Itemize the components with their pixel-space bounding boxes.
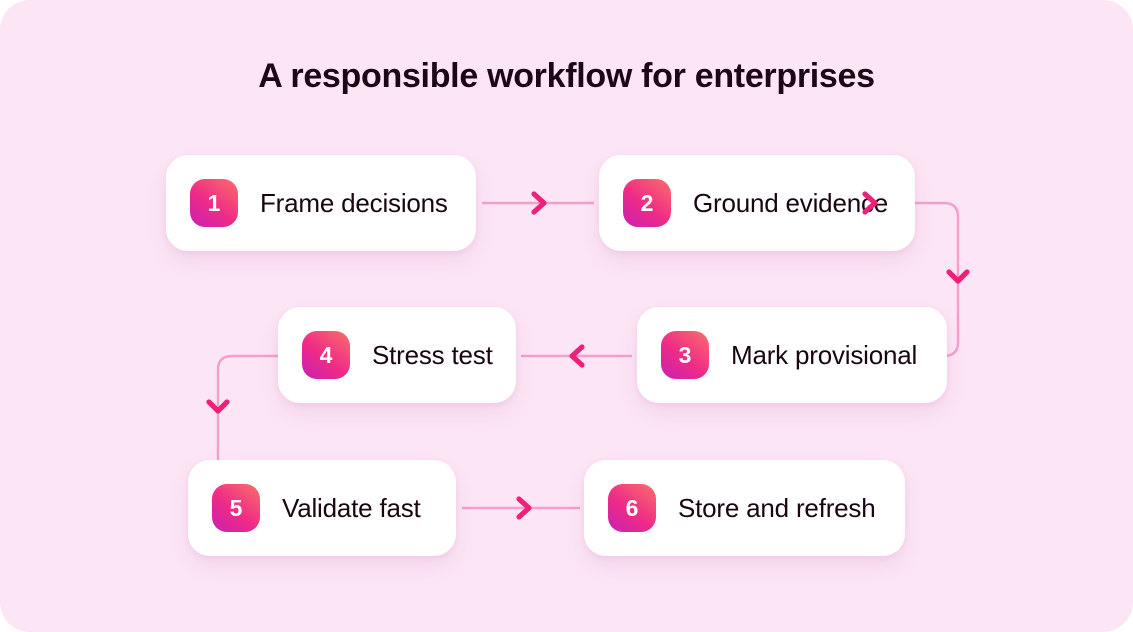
step-badge-5: 5	[212, 484, 260, 532]
step-card-6[interactable]: 6 Store and refresh	[584, 460, 905, 556]
step-label-6: Store and refresh	[678, 492, 876, 523]
step-card-3[interactable]: 3 Mark provisional	[637, 307, 947, 403]
step-badge-2: 2	[623, 179, 671, 227]
step-card-5[interactable]: 5 Validate fast	[188, 460, 456, 556]
step-badge-1: 1	[190, 179, 238, 227]
step-card-1[interactable]: 1 Frame decisions	[166, 155, 476, 251]
step-card-2[interactable]: 2 Ground evidence	[599, 155, 915, 251]
page-title: A responsible workflow for enterprises	[258, 57, 875, 95]
step-badge-6: 6	[608, 484, 656, 532]
step-label-1: Frame decisions	[260, 187, 448, 218]
step-label-5: Validate fast	[282, 492, 421, 523]
step-label-2: Ground evidence	[693, 187, 889, 218]
step-badge-4: 4	[302, 331, 350, 379]
step-label-3: Mark provisional	[731, 339, 918, 370]
step-card-4[interactable]: 4 Stress test	[278, 307, 516, 403]
step-badge-3: 3	[661, 331, 709, 379]
step-label-4: Stress test	[372, 339, 493, 370]
